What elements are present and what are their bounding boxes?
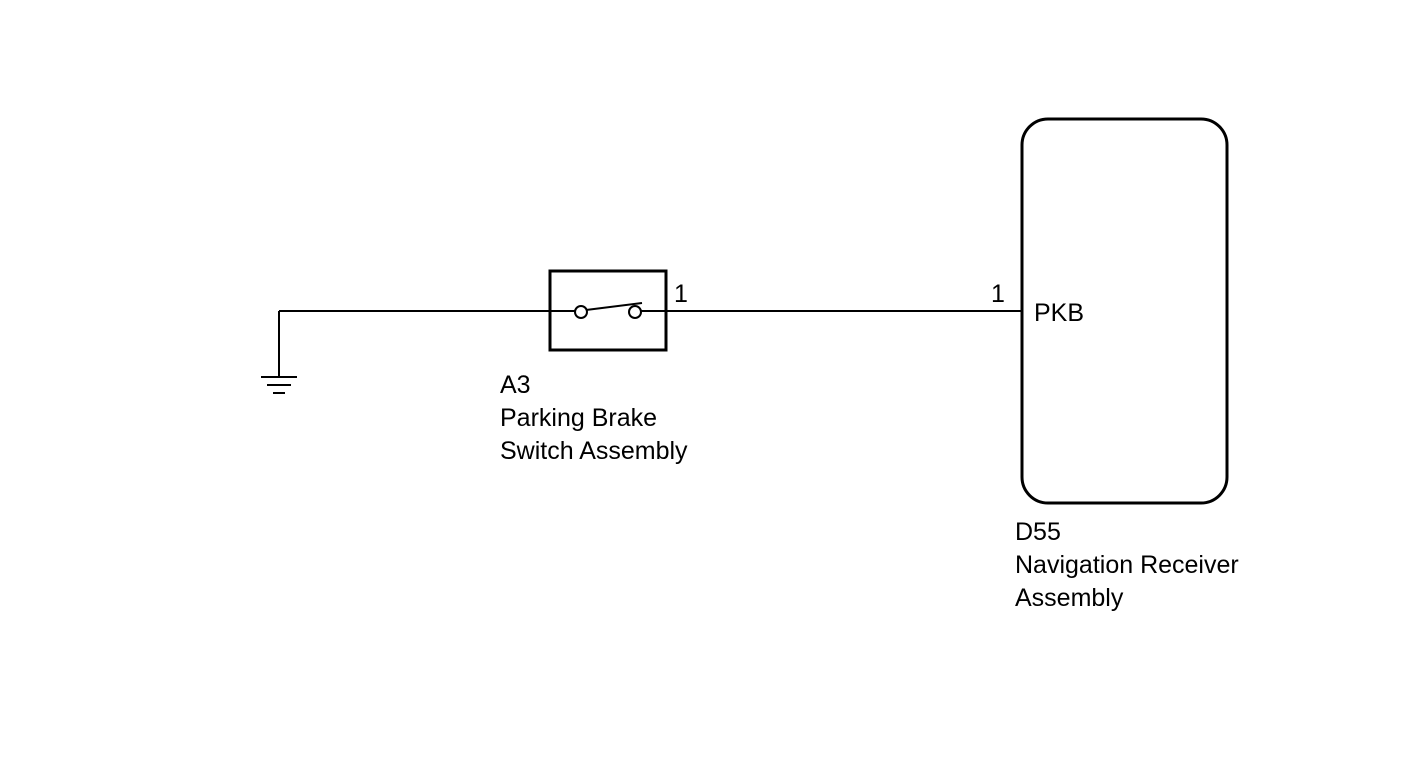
switch-code-label: A3 [500,371,531,399]
ground-symbol-icon [261,311,297,394]
receiver-code-label: D55 [1015,518,1061,546]
receiver-terminal-label: PKB [1034,299,1084,327]
receiver-name-line1: Navigation Receiver [1015,551,1239,579]
navigation-receiver-block [1020,117,1229,505]
switch-name-line2: Switch Assembly [500,437,688,465]
receiver-pin-label: 1 [991,280,1005,308]
receiver-name-line2: Assembly [1015,584,1124,612]
switch-pin-label: 1 [674,280,688,308]
parking-brake-switch [548,269,668,352]
switch-name-line1: Parking Brake [500,404,657,432]
switch-open-icon [550,302,666,319]
